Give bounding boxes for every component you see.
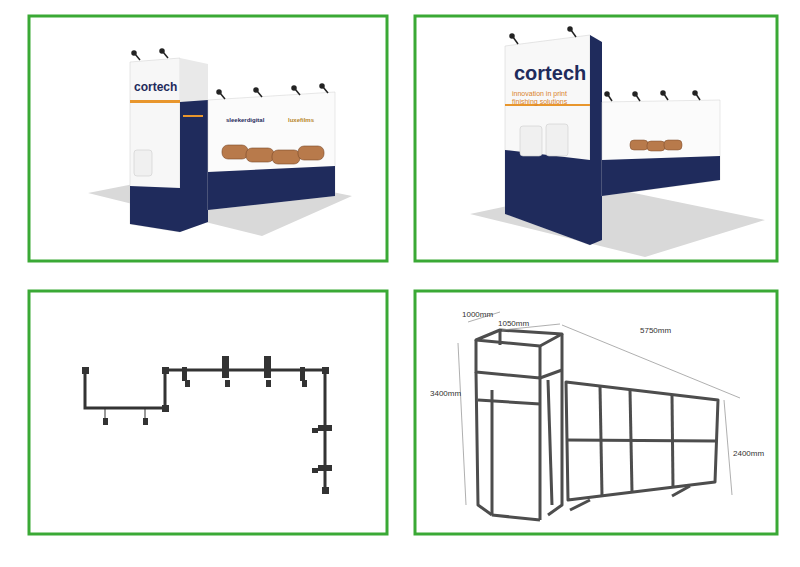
product-name: luxefilms — [288, 117, 314, 124]
brand-logo: cortech — [134, 81, 177, 94]
dimension-lines — [458, 312, 740, 505]
tagline: innovation in print finishing solutions — [512, 90, 586, 105]
frame-wireframe — [476, 330, 718, 520]
dimension: 1000mm — [462, 311, 493, 320]
dimension: 2400mm — [733, 450, 764, 459]
dimension: 1050mm — [498, 320, 529, 329]
brand-logo: cortech — [514, 62, 586, 84]
render-front — [88, 49, 352, 236]
dimension: 5750mm — [640, 327, 671, 336]
panel-frames — [29, 16, 777, 534]
floor-plan — [82, 356, 332, 494]
render-side — [470, 27, 765, 257]
dimension: 3400mm — [430, 390, 461, 399]
product-name: sleekerdigital — [226, 117, 264, 124]
